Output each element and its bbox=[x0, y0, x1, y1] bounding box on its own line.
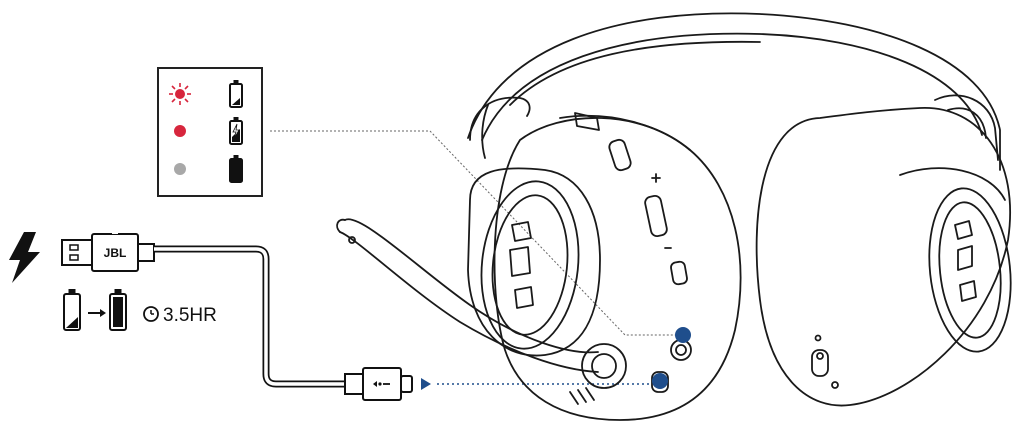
battery-low-icon bbox=[229, 80, 243, 108]
left-speaker-grill bbox=[480, 180, 580, 350]
connector-logo: JBL bbox=[104, 246, 127, 260]
microphone-boom bbox=[344, 218, 599, 354]
mic-pivot bbox=[581, 343, 627, 389]
charging-time-label: 3.5HR bbox=[163, 305, 217, 326]
led-legend-box bbox=[157, 67, 263, 197]
battery-charging-icon bbox=[229, 117, 243, 145]
clock-icon bbox=[143, 306, 159, 322]
headset-illustration bbox=[336, 12, 1012, 421]
battery-empty-icon bbox=[63, 289, 81, 331]
usb-c-plug-icon bbox=[344, 367, 413, 401]
headband bbox=[467, 12, 1001, 171]
led-blinking-red-icon bbox=[169, 83, 191, 105]
lightning-icon bbox=[9, 232, 40, 283]
usb-a-plug-icon: JBL bbox=[61, 232, 155, 272]
right-speaker-grill bbox=[928, 187, 1012, 353]
led-solid-gray-icon bbox=[174, 163, 186, 175]
battery-full-large-icon bbox=[109, 289, 127, 331]
right-earcup bbox=[755, 107, 1012, 407]
battery-full-icon bbox=[229, 155, 243, 183]
led-leader-line bbox=[270, 130, 680, 336]
led-indicator-marker bbox=[675, 327, 691, 343]
left-earcup-shell bbox=[493, 117, 742, 421]
led-solid-red-icon bbox=[174, 125, 186, 137]
arrow-right-icon bbox=[88, 309, 106, 317]
usb-c-port-marker bbox=[652, 373, 668, 389]
insert-arrow-icon bbox=[421, 378, 431, 390]
